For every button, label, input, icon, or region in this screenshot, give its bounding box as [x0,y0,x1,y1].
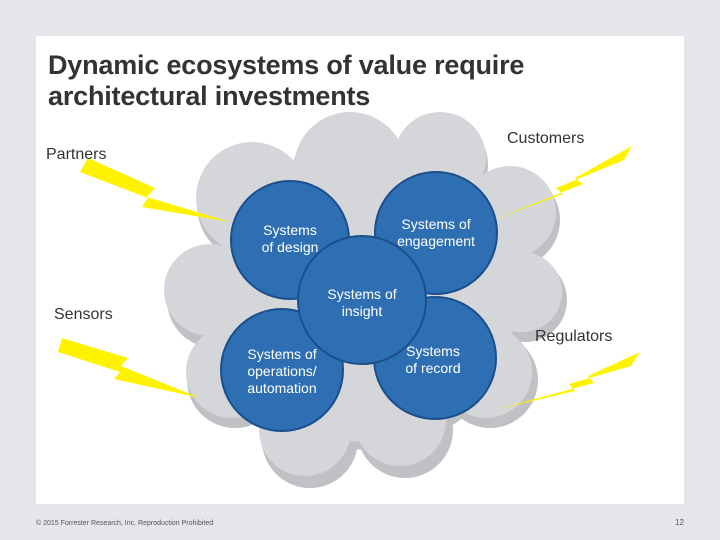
slide-title-line-2: architectural investments [48,81,371,111]
systems-of-record-text: Systems of record [405,343,461,376]
slide-title: Dynamic ecosystems of value require arch… [48,50,668,112]
slide-title-line-1: Dynamic ecosystems of value require [48,50,525,80]
customers-label: Customers [507,130,585,147]
page-number: 12 [675,518,684,527]
partners-label: Partners [46,146,107,163]
systems-of-insight-text: Systems of insight [327,286,397,319]
systems-of-insight-circle [297,235,427,365]
partners-bolt-icon [80,158,230,222]
copyright-footer: © 2015 Forrester Research, Inc. Reproduc… [36,520,214,527]
sensors-bolt-icon [58,338,200,398]
systems-of-operations-text: Systems of operations/ automation [247,346,317,396]
regulators-label: Regulators [535,328,613,345]
systems-of-design-text: Systems of design [261,222,319,255]
sensors-label: Sensors [54,306,113,323]
systems-of-engagement-text: Systems of engagement [397,216,475,249]
